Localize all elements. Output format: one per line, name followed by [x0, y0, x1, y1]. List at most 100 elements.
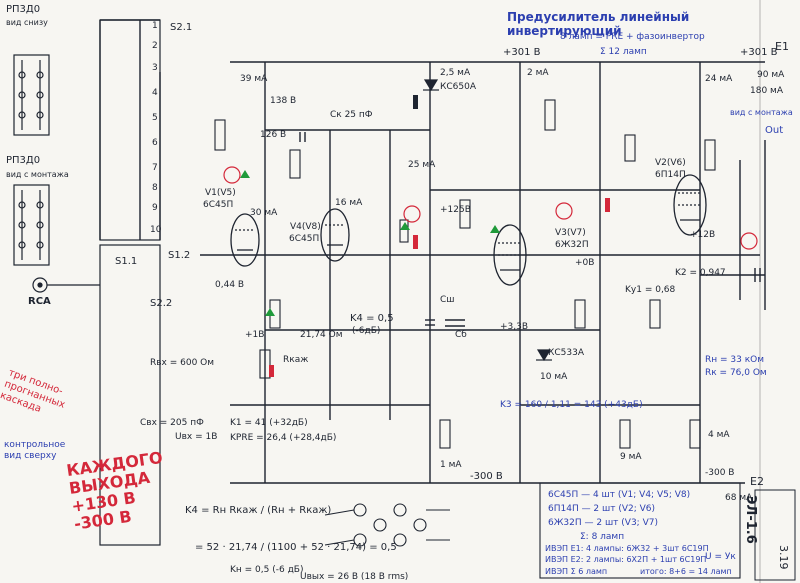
- svg-text:5: 5: [152, 113, 158, 123]
- tube-v4-type: 6С45П: [289, 234, 320, 244]
- note-plus33v: +3,3В: [500, 322, 529, 332]
- note-ky1: Kу1 = 0,68: [625, 285, 676, 295]
- note-2174: 21,74 Ом: [300, 330, 343, 340]
- note-plus0v: +0В: [575, 258, 595, 268]
- switch-s22-label: S2.2: [150, 298, 173, 309]
- red-circles: [223, 166, 758, 250]
- right-label-1: вид с монтажа: [730, 108, 793, 117]
- tube-count-box: [539, 482, 741, 579]
- note-a11: 9 мА: [620, 452, 642, 462]
- note-125v: +125В: [440, 205, 471, 215]
- note-csh: Cш: [440, 295, 455, 305]
- page-title: Предусилитель линейный инвертирующий: [507, 10, 690, 38]
- svg-text:6: 6: [152, 138, 158, 148]
- tube-v3-type: 6Ж32П: [555, 240, 589, 250]
- output-label: Out: [765, 125, 784, 136]
- tube-v3: [493, 224, 527, 286]
- red-note-1: КАЖДОГО ВЫХОДА +130 В -300 В: [65, 447, 164, 534]
- rca-label: RCA: [28, 296, 51, 307]
- svg-text:7: 7: [152, 163, 158, 173]
- switch-s21-label: S2.1: [170, 22, 193, 33]
- rail-label-2: +301 В: [740, 47, 778, 58]
- tube-count-row4: Σ: 8 ламп: [580, 532, 625, 542]
- note-uin: Uвх = 1В: [175, 432, 218, 442]
- red-note-3: контрольное вид сверху: [4, 440, 66, 461]
- svg-text:9: 9: [152, 203, 158, 213]
- resistor-highlight-dark: [413, 95, 418, 109]
- tube-v2-type: 6П14П: [655, 170, 686, 180]
- rail-label-3: -300 В: [470, 471, 503, 482]
- relay-symbol-bottom: [13, 184, 50, 266]
- note-cin: Cвх = 205 пФ: [140, 418, 204, 428]
- note-rin: Rвх = 600 Ом: [150, 358, 215, 368]
- switch-s12-label: S1.2: [168, 250, 191, 261]
- tube-block-diagram: [324, 503, 450, 547]
- tube-v1-type: 6С45П: [203, 200, 234, 210]
- relay-symbol-top: [13, 54, 50, 136]
- note-ck: Cк 25 пФ: [330, 110, 373, 120]
- note-a4: 2,5 мА: [440, 68, 471, 78]
- tube-count-row2: 6П14П — 2 шт (V2; V6): [548, 504, 656, 514]
- tube-count-row5: ИВЭП E1: 4 лампы: 6Ж32 + 3шт 6С19П: [545, 544, 709, 553]
- current-e1: 180 мА: [750, 86, 783, 96]
- k4-formula-line2: = 52 · 21,74 / (1100 + 52 · 21,74) = 0,5: [195, 542, 397, 553]
- svg-text:1: 1: [152, 21, 158, 31]
- note-k3: K3 = 160 / 1,11 = 143 (+43дБ): [500, 400, 643, 410]
- note-kpre: KPRE = 26,4 (+28,4дБ): [230, 433, 337, 443]
- k4-formula-line1: K4 = Rн Rкаж / (Rн + Rкаж): [185, 505, 332, 516]
- note-uout: Uвых = 26 В (18 В rms): [300, 572, 409, 582]
- label-e1: E1: [775, 40, 789, 53]
- note-k4: K4 = 0,5: [350, 313, 394, 324]
- svg-text:10: 10: [150, 225, 162, 235]
- tube-v2-label: V2(V6): [655, 158, 686, 168]
- switch-s11-label: S1.1: [115, 256, 138, 267]
- note-a6: 2 мА: [527, 68, 549, 78]
- tube-count-row8: итого: 8+6 = 14 ламп: [640, 567, 732, 576]
- switch-positions: 1 2 3 4 5 6 7 8 9 10: [150, 21, 162, 235]
- note-k4-db: (-6дБ): [352, 326, 381, 336]
- relay2-label: РП3Д0: [6, 155, 41, 166]
- note-rkaj: Rкаж: [283, 355, 309, 365]
- relay2-view-label: вид с монтажа: [6, 170, 69, 179]
- note-k1: K1 = 41 (+32дБ): [230, 418, 308, 428]
- page-stamp: [754, 489, 796, 581]
- relay-view-label: вид снизу: [6, 18, 48, 27]
- relay-label: РП3Д0: [6, 4, 41, 15]
- svg-text:4: 4: [152, 88, 158, 98]
- tube-v3-label: V3(V7): [555, 228, 586, 238]
- right-label-2: Rн = 33 кОм: [705, 355, 765, 365]
- note-a8: 90 мА: [757, 70, 785, 80]
- rca-connector: [32, 277, 100, 293]
- zener1-label: КС650А: [440, 82, 477, 92]
- note-a3: 16 мА: [335, 198, 363, 208]
- capacitors: [299, 132, 761, 327]
- note-126v: 126 В: [260, 130, 287, 140]
- svg-text:8: 8: [152, 183, 158, 193]
- note-a12: 4 мА: [708, 430, 730, 440]
- right-label-4: U = Ук: [705, 552, 736, 562]
- tube-v2: [673, 174, 707, 236]
- lamp-summary-line1: 8 ламп = PRE + фазоинвертор: [560, 32, 705, 42]
- resistors: [214, 99, 716, 449]
- note-k2: K2 = 0,947: [675, 268, 726, 278]
- note-plus1v: +1В: [245, 330, 265, 340]
- tube-v4-label: V4(V8): [290, 222, 321, 232]
- label-e2: E2: [750, 475, 764, 488]
- note-a9: 10 мА: [540, 372, 568, 382]
- note-cb: Cб: [455, 330, 467, 340]
- zener2-label: КС533А: [548, 348, 585, 358]
- note-138v: 138 В: [270, 96, 297, 106]
- resistor-highlight-red-2: [605, 198, 610, 212]
- page-label: ЭЛ-1.6: [743, 495, 758, 544]
- rail-label-4: -300 В: [705, 468, 735, 478]
- tube-v1: [230, 213, 260, 267]
- note-plus12v: +12В: [690, 230, 716, 240]
- tube-v4: [320, 208, 350, 262]
- green-markers: [240, 170, 500, 316]
- right-label-3: Rк = 76,0 Ом: [705, 368, 767, 378]
- note-a2: 30 мА: [250, 208, 278, 218]
- tube-count-row7: ИВЭП Σ 6 ламп: [545, 567, 608, 576]
- note-a7: 24 мА: [705, 74, 733, 84]
- note-a10: 1 мА: [440, 460, 462, 470]
